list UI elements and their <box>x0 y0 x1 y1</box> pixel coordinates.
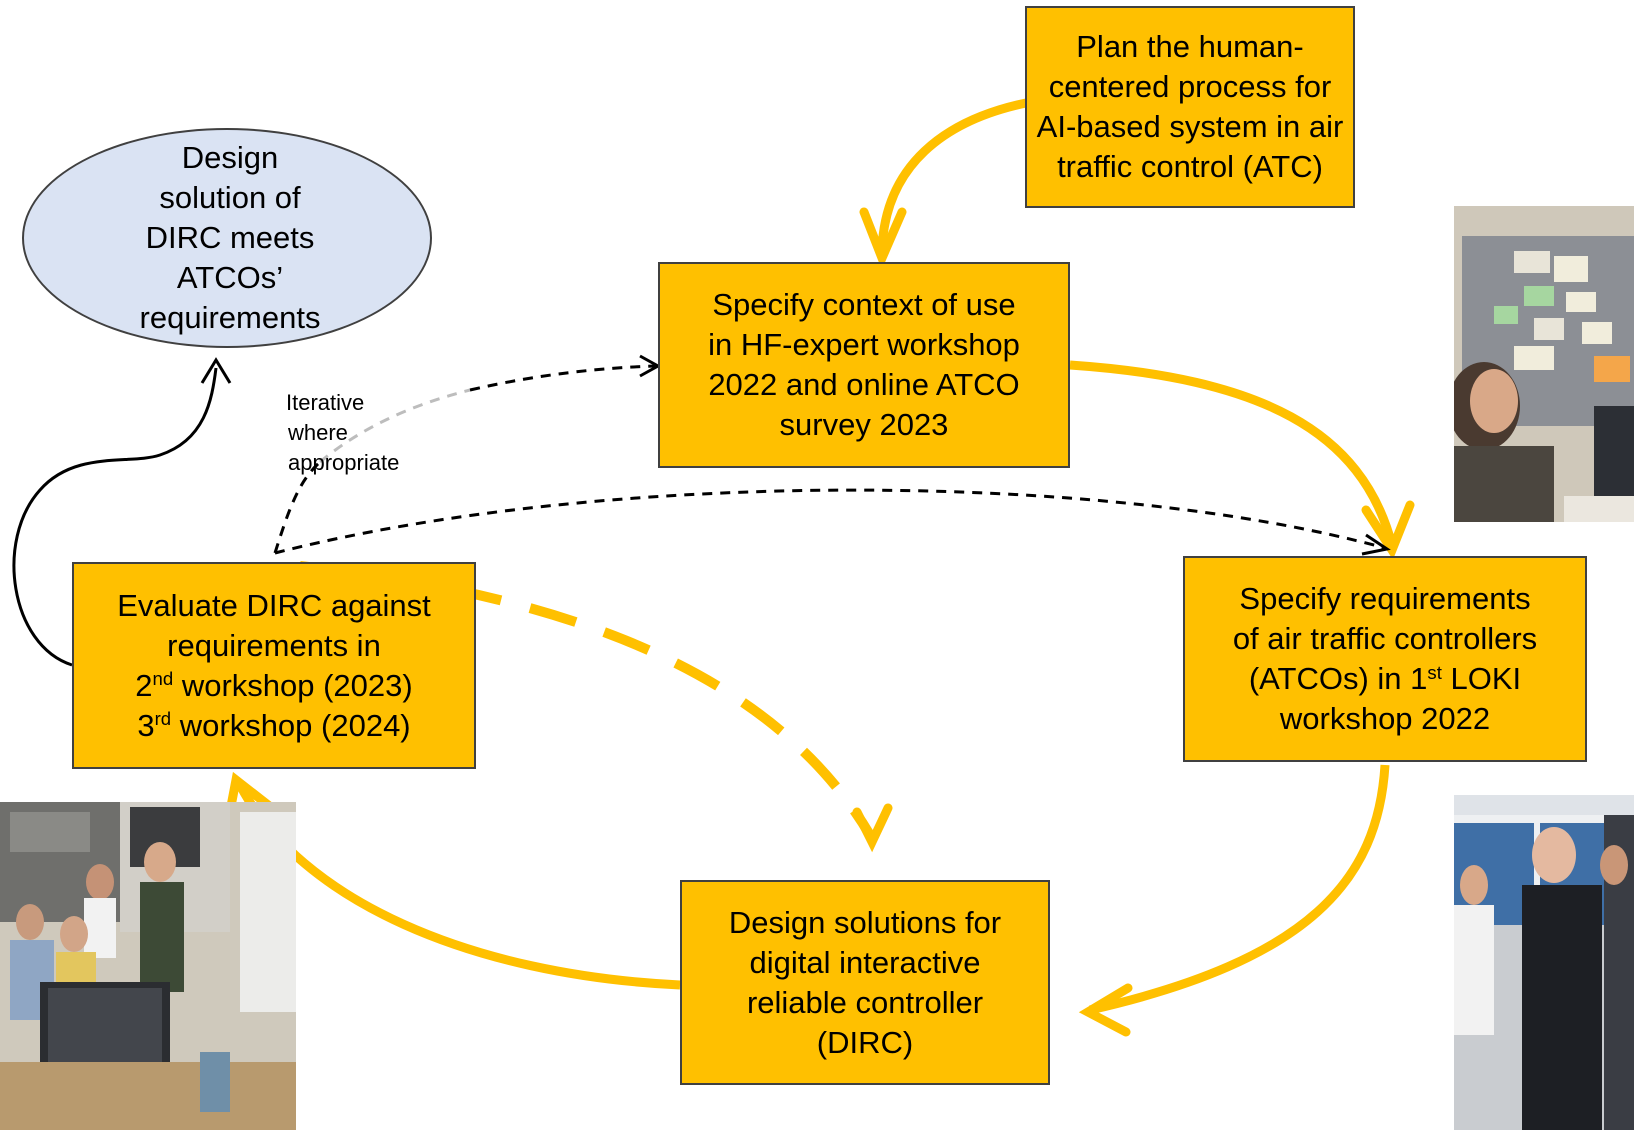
outcome-line-3: DIRC meets <box>145 220 315 255</box>
plan-process-box: Plan the human- centered process for AI-… <box>1025 6 1355 208</box>
context-line-1: Specify context of use <box>712 287 1016 322</box>
requirements-line-3-prefix: (ATCOs) in 1 <box>1248 661 1428 696</box>
design-line-4: (DIRC) <box>816 1024 914 1060</box>
outcome-line-5: requirements <box>139 300 321 335</box>
iterative-dashed-to-context-upper <box>469 364 656 392</box>
context-line-2: in HF-expert workshop <box>708 327 1020 362</box>
arrow-requirements-to-design <box>1089 764 1390 1015</box>
outcome-ellipse-text: Design solution of DIRC meets ATCOs’ req… <box>60 138 400 338</box>
requirements-line-1: Specify requirements <box>1239 581 1531 616</box>
requirements-box: Specify requirements of air traffic cont… <box>1183 556 1587 762</box>
outcome-line-4: ATCOs’ <box>176 260 284 295</box>
arrowhead-iterative-to-requirements <box>1361 533 1391 556</box>
requirements-line-2: of air traffic controllers <box>1232 621 1538 656</box>
outcome-ellipse <box>22 128 432 348</box>
plan-line-1: Plan the human- <box>1076 29 1304 64</box>
iterative-dashed-grey-segment <box>319 388 471 464</box>
arrow-context-to-requirements <box>1069 360 1397 547</box>
arrow-evaluate-to-design-dashed <box>299 561 875 838</box>
workshop-photo-top-right <box>1454 206 1634 522</box>
context-line-3: 2022 and online ATCO <box>708 367 1020 402</box>
arrowhead-evaluate-to-design <box>852 803 893 853</box>
requirements-line-3-sup: st <box>1427 661 1442 683</box>
evaluate-line-1: Evaluate DIRC against <box>117 587 431 623</box>
design-line-2: digital interactive <box>749 944 981 980</box>
requirements-line-4: workshop 2022 <box>1279 701 1491 736</box>
evaluate-line-4-prefix: 3 <box>137 707 155 743</box>
context-line-4: survey 2023 <box>779 407 949 442</box>
outcome-line-2: solution of <box>159 180 301 215</box>
workshop-photo-bottom-left <box>0 802 296 1130</box>
evaluate-line-3: 2nd workshop (2023) <box>117 666 431 706</box>
design-solutions-box: Design solutions for digital interactive… <box>680 880 1050 1085</box>
arrowhead-context-to-requirements <box>1361 500 1415 560</box>
evaluate-line-3-suffix: workshop (2023) <box>173 667 413 703</box>
arrowhead-plan-to-context <box>859 207 907 270</box>
evaluate-line-4: 3rd workshop (2024) <box>117 706 431 746</box>
evaluate-line-3-sup: nd <box>152 668 174 690</box>
design-line-3: reliable controller <box>746 984 984 1020</box>
iterative-dashed-to-context <box>273 460 322 554</box>
plan-line-3: AI-based system in air <box>1036 109 1344 144</box>
iterative-note-line-2: where <box>288 420 348 445</box>
plan-line-2: centered process for <box>1048 69 1332 104</box>
arrow-plan-to-context <box>877 98 1027 251</box>
evaluate-line-2: requirements in <box>167 627 381 663</box>
evaluate-line-3-prefix: 2 <box>135 667 153 703</box>
iterative-dashed-to-requirements <box>274 488 1386 555</box>
evaluate-box: Evaluate DIRC against requirements in 2n… <box>72 562 476 769</box>
design-line-1: Design solutions for <box>728 904 1002 940</box>
arrowhead-requirements-to-design <box>1078 983 1133 1037</box>
arrow-design-to-evaluate <box>236 782 681 990</box>
evaluate-line-4-suffix: workshop (2024) <box>171 707 411 743</box>
outcome-line-1: Design <box>181 140 279 175</box>
requirements-line-3: (ATCOs) in 1st LOKI <box>1233 659 1537 699</box>
requirements-line-3-suffix: LOKI <box>1441 661 1522 696</box>
plan-line-4: traffic control (ATC) <box>1057 149 1323 184</box>
arrowhead-evaluate-to-outcome <box>200 357 232 384</box>
iterative-note-line-3: appropriate <box>288 450 400 475</box>
iterative-note: Iterative where appropriate <box>286 388 399 478</box>
evaluate-line-4-sup: rd <box>154 708 172 730</box>
workshop-photo-bottom-right <box>1454 795 1634 1130</box>
context-of-use-box: Specify context of use in HF-expert work… <box>658 262 1070 468</box>
iterative-note-line-1: Iterative <box>286 390 365 415</box>
arrow-evaluate-to-outcome <box>12 367 218 667</box>
